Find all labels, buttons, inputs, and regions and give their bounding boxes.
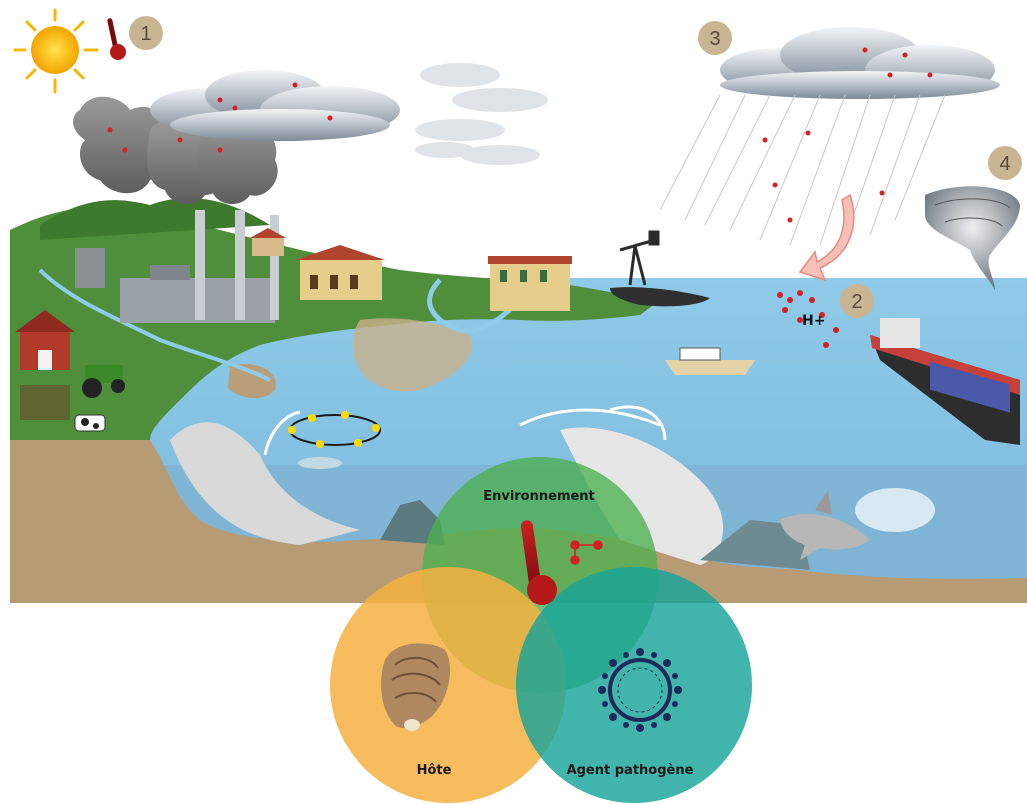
building-left bbox=[295, 245, 385, 300]
marker-4: 4 bbox=[988, 146, 1022, 180]
small-fish bbox=[298, 457, 342, 469]
seabed bbox=[10, 438, 1027, 603]
house-top bbox=[250, 228, 286, 256]
molecule-icon bbox=[777, 290, 839, 348]
fish-school-icon bbox=[855, 488, 935, 532]
thermometer-icon bbox=[520, 520, 557, 605]
ice-shelf bbox=[560, 427, 724, 565]
thermometer-icon bbox=[107, 18, 126, 60]
factory-icon bbox=[75, 210, 279, 323]
host-label: Hôte bbox=[417, 763, 452, 778]
oil-pump-icon bbox=[619, 230, 660, 286]
crop-field bbox=[20, 385, 70, 420]
hills bbox=[40, 197, 270, 240]
river bbox=[38, 268, 271, 382]
estuary-sand-left bbox=[228, 363, 276, 399]
wave-foam bbox=[263, 405, 667, 456]
pathogen-circle bbox=[516, 567, 752, 803]
molecule-icon bbox=[570, 540, 603, 565]
environment-label: Environnement bbox=[483, 489, 595, 504]
pathogen-label: Agent pathogène bbox=[567, 763, 694, 778]
svg-text:3: 3 bbox=[709, 28, 720, 50]
barn-icon bbox=[15, 310, 75, 370]
acid-rain-icon bbox=[659, 94, 946, 246]
oyster-icon bbox=[381, 643, 450, 731]
virus-icon bbox=[598, 648, 682, 732]
acid-arrow bbox=[798, 193, 855, 282]
dark-rocks bbox=[610, 287, 710, 307]
white-clouds bbox=[415, 63, 548, 165]
underwater-wreck bbox=[700, 520, 810, 570]
cargo-ship-icon bbox=[870, 318, 1020, 445]
tractor-icon bbox=[82, 365, 125, 398]
aquaculture-ring bbox=[288, 411, 381, 448]
estuary-sand bbox=[352, 318, 472, 392]
coastal-land bbox=[10, 206, 660, 440]
svg-text:4: 4 bbox=[999, 153, 1010, 175]
boat-icon bbox=[665, 347, 755, 375]
reef-gray bbox=[170, 422, 360, 545]
marker-1: 1 bbox=[129, 16, 163, 50]
pollution-cloud bbox=[150, 70, 400, 141]
marker-2: 2 bbox=[840, 284, 874, 318]
svg-text:2: 2 bbox=[851, 291, 862, 313]
sun-icon bbox=[13, 8, 99, 94]
svg-text:1: 1 bbox=[140, 23, 151, 45]
co2-molecules bbox=[107, 47, 933, 223]
tornado-icon bbox=[925, 186, 1020, 290]
hplus-label: H+ bbox=[802, 313, 825, 329]
storm-cloud-icon bbox=[720, 27, 1000, 99]
cow-icon bbox=[74, 414, 106, 432]
shark-icon bbox=[780, 490, 870, 560]
marker-3: 3 bbox=[698, 21, 732, 55]
building-center bbox=[488, 256, 572, 311]
river-estuary bbox=[427, 278, 522, 334]
underwater-rock bbox=[380, 500, 445, 545]
